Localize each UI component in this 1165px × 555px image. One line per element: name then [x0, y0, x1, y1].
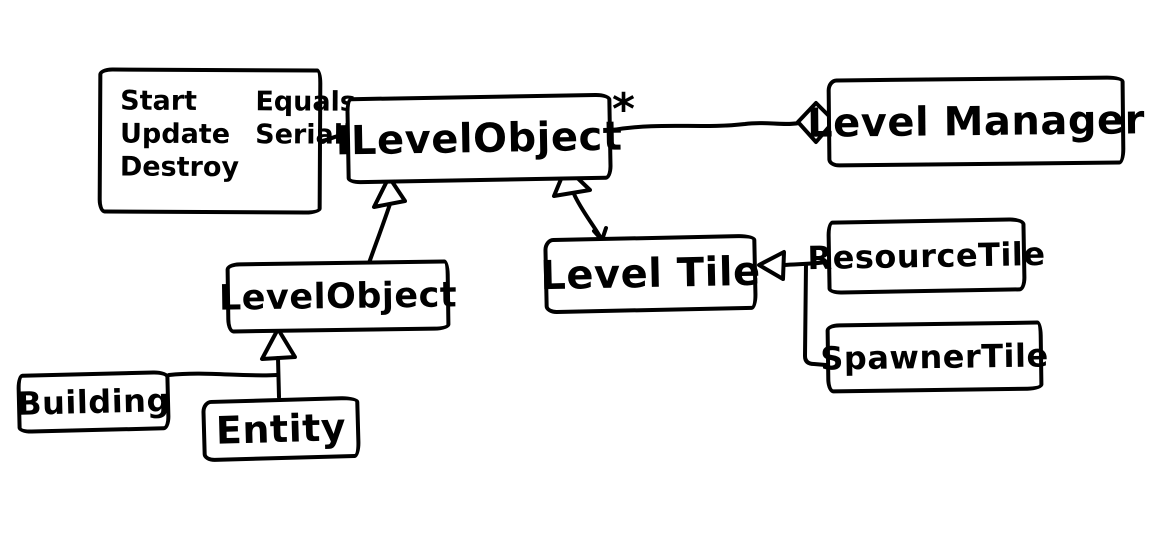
- inheritance-arrow-building-entity-to-levelobject: [167, 327, 297, 399]
- inheritance-arrow-levelobject-to-ilevelobject: [367, 175, 407, 265]
- node-levelobject: LevelObject: [219, 259, 457, 334]
- edge-ilevelobject-to-levelmanager: [611, 101, 836, 144]
- node-methods-note: Start Update Destroy Equals Serialize: [97, 67, 386, 215]
- inheritance-triangle-icon: [260, 327, 297, 361]
- node-label: Building: [16, 381, 171, 423]
- method-name: Start: [120, 85, 198, 117]
- node-label: Level Manager: [806, 96, 1146, 147]
- node-levelmanager: Level Manager: [807, 75, 1145, 168]
- node-label: LevelObject: [218, 274, 458, 319]
- node-entity: Entity: [201, 395, 361, 463]
- node-label: SpawnerTile: [820, 336, 1049, 378]
- node-spawnertile: SpawnerTile: [820, 320, 1049, 394]
- inheritance-arrow-tiles-to-leveltile: [757, 250, 829, 367]
- method-name: Update: [119, 118, 231, 151]
- node-ilevelobject: ILevelObject: [335, 92, 623, 185]
- method-name: Destroy: [119, 151, 240, 184]
- node-label: ILevelObject: [335, 113, 623, 164]
- node-label: ResourceTile: [807, 234, 1046, 278]
- inheritance-triangle-icon: [757, 250, 786, 281]
- multiplicity-asterisk: *: [612, 84, 636, 135]
- node-building: Building: [16, 370, 171, 434]
- node-resourcetile: ResourceTile: [807, 217, 1046, 295]
- node-leveltile: Level Tile: [539, 233, 762, 315]
- methods-column-1: Start Update Destroy: [120, 86, 240, 185]
- node-label: Level Tile: [539, 248, 762, 300]
- node-label: Entity: [215, 405, 347, 453]
